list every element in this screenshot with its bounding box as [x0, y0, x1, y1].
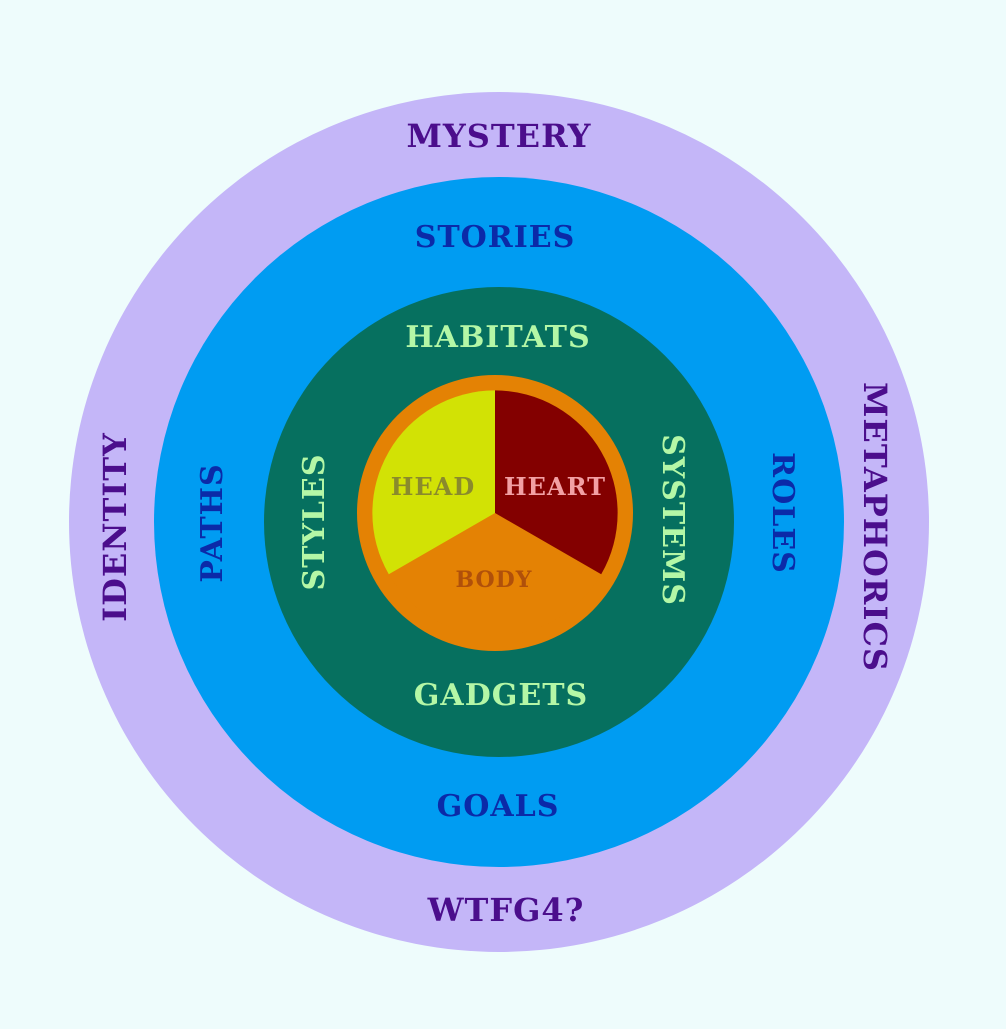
outer-label-left: IDENTITY	[96, 432, 134, 622]
core-label-heart: HEART	[504, 472, 606, 501]
core-segment-head	[372, 390, 495, 575]
core-label-head: HEAD	[391, 472, 475, 501]
outer-label-bottom: WTFG4?	[427, 891, 585, 929]
inner-label-right: SYSTEMS	[655, 434, 690, 606]
middle-label-right: ROLES	[765, 452, 800, 574]
outer-label-right: METAPHORICS	[856, 382, 894, 672]
core-segment-heart	[495, 390, 618, 575]
core-label-body: BODY	[456, 567, 533, 593]
middle-label-top: STORIES	[415, 220, 576, 255]
middle-label-bottom: GOALS	[437, 789, 560, 824]
inner-label-bottom: GADGETS	[414, 678, 588, 713]
middle-label-left: PATHS	[195, 463, 230, 582]
inner-label-left: STYLES	[297, 453, 332, 590]
core-segment-body	[388, 513, 602, 636]
inner-label-top: HABITATS	[405, 320, 590, 355]
outer-label-top: MYSTERY	[406, 117, 591, 155]
